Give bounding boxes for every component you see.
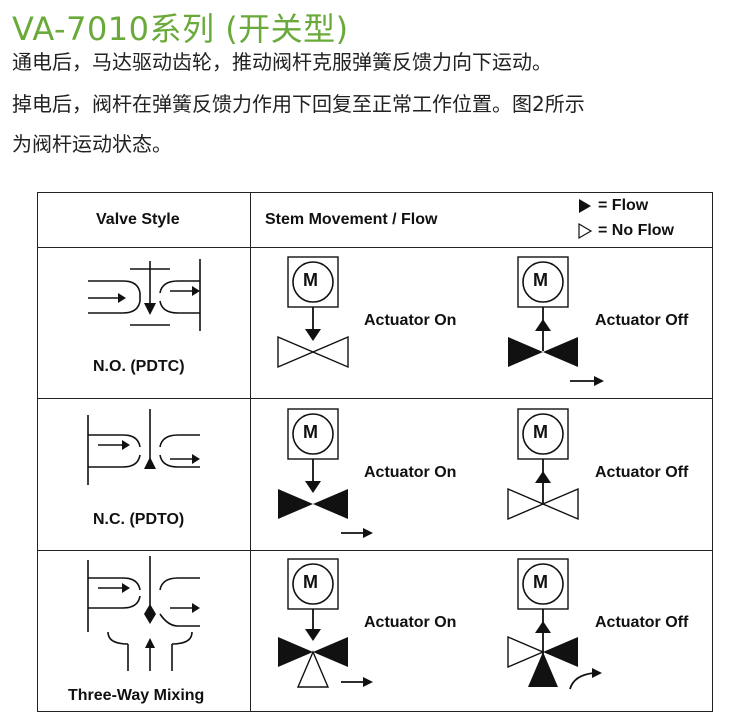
row-divider xyxy=(38,247,712,248)
actuator-off-diagram xyxy=(507,558,602,690)
valve-style-label: N.C. (PDTO) xyxy=(93,511,185,528)
row-divider xyxy=(38,398,712,399)
motor-label: M xyxy=(533,270,548,290)
filled-triangle-icon xyxy=(579,199,591,213)
actuator-off-label: Actuator Off xyxy=(595,312,689,329)
actuator-off-label: Actuator Off xyxy=(595,614,689,631)
actuator-on-label: Actuator On xyxy=(364,464,457,481)
description-line-1: 通电后，马达驱动齿轮，推动阀杆克服弹簧反馈力向下运动。 xyxy=(12,50,552,74)
column-divider xyxy=(250,193,251,711)
description-line-3: 为阀杆运动状态。 xyxy=(12,132,172,156)
valve-style-label: N.O. (PDTC) xyxy=(93,358,185,375)
actuator-off-diagram xyxy=(507,408,579,521)
actuator-on-diagram xyxy=(278,558,373,688)
motor-label: M xyxy=(303,422,318,442)
legend-flow-text: = Flow xyxy=(598,197,649,214)
valve-style-no-pdtc-diagram xyxy=(88,259,201,331)
valve-style-three-way-mixing-diagram xyxy=(87,556,200,671)
actuator-on-label: Actuator On xyxy=(364,614,457,631)
actuator-on-diagram xyxy=(278,408,373,538)
motor-label: M xyxy=(303,270,318,290)
header-stem-movement: Stem Movement / Flow xyxy=(265,211,438,228)
legend-no-flow: = No Flow xyxy=(578,222,674,240)
actuator-on-label: Actuator On xyxy=(364,312,457,329)
hollow-triangle-icon xyxy=(578,222,593,240)
legend-flow: = Flow xyxy=(578,197,648,215)
actuator-off-diagram xyxy=(508,256,604,386)
page-title: VA-7010系列 (开关型) xyxy=(12,10,349,48)
motor-label: M xyxy=(533,422,548,442)
header-valve-style: Valve Style xyxy=(96,211,180,228)
motor-label: M xyxy=(303,572,318,592)
motor-label: M xyxy=(533,572,548,592)
legend-no-flow-text: = No Flow xyxy=(598,222,674,239)
description-line-2: 掉电后，阀杆在弹簧反馈力作用下回复至正常工作位置。图2所示 xyxy=(12,92,585,116)
actuator-on-diagram xyxy=(277,256,349,369)
valve-style-label: Three-Way Mixing xyxy=(68,687,205,704)
valve-table: Valve Style Stem Movement / Flow = Flow … xyxy=(37,192,713,712)
row-divider xyxy=(38,550,712,551)
valve-style-nc-pdto-diagram xyxy=(87,409,200,485)
actuator-off-label: Actuator Off xyxy=(595,464,689,481)
